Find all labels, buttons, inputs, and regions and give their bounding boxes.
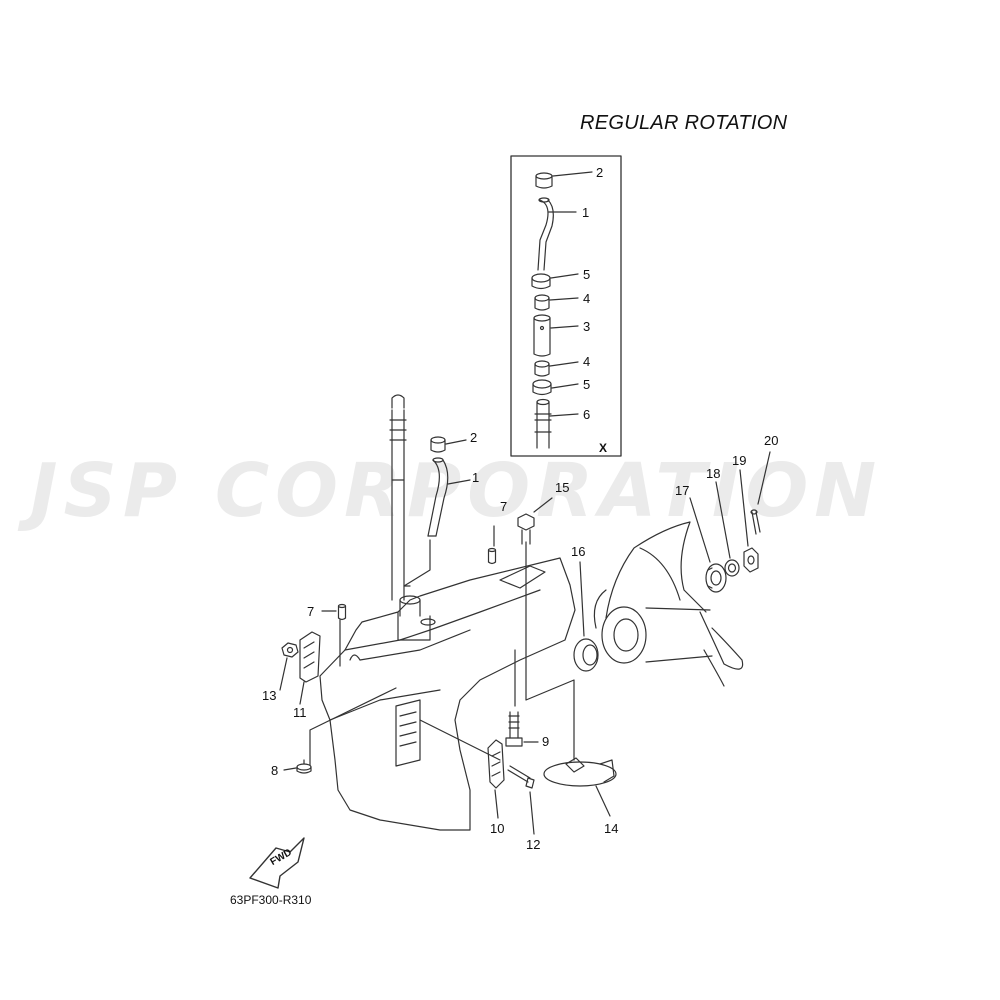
box-part-5a-ring [531, 273, 551, 290]
gear-case-housing [319, 557, 576, 831]
callout-box-4a: 4 [583, 291, 591, 306]
main-part-2-cap [430, 436, 446, 453]
box-part-5b-ring [532, 379, 552, 396]
main-part-13-nut [281, 642, 299, 658]
callout-main-14: 14 [604, 821, 619, 836]
callout-main-7a: 7 [500, 499, 508, 514]
callout-main-11: 11 [293, 705, 307, 720]
callout-main-20: 20 [764, 433, 779, 448]
callout-box-5a: 5 [583, 267, 591, 282]
main-part-12-bolt [507, 765, 535, 789]
box-part-4b-grommet [534, 360, 550, 377]
main-part-14-trim-tab [543, 757, 617, 787]
main-part-1-tube [427, 457, 449, 537]
main-part-7-pin-b [337, 603, 347, 621]
detail-marker: X [599, 441, 608, 455]
propeller [593, 521, 744, 687]
main-part-18-washer [724, 559, 740, 577]
fwd-arrow-icon [249, 837, 305, 889]
watermark-text: JSP CORPORATION [30, 448, 883, 534]
callout-box-5b: 5 [583, 377, 591, 392]
main-part-7-pin-a [487, 547, 497, 565]
box-part-1-tube [537, 199, 554, 271]
detail-box [510, 155, 622, 457]
box-part-2-cap [535, 172, 553, 189]
callout-main-15: 15 [555, 480, 570, 495]
callout-main-9: 9 [542, 734, 550, 749]
main-part-11-anode [299, 631, 321, 683]
callout-main-18: 18 [706, 466, 721, 481]
callout-box-3: 3 [583, 319, 591, 334]
callout-box-6: 6 [583, 407, 591, 422]
main-part-20-cotter-pin [750, 509, 761, 535]
main-part-8-bolt [296, 759, 312, 774]
box-part-6-pipe [534, 398, 552, 449]
diagram-code: 63PF300-R310 [230, 893, 312, 907]
main-part-9-bolt [505, 711, 523, 747]
callout-main-2: 2 [470, 430, 478, 445]
callout-main-17: 17 [675, 483, 690, 498]
main-part-16-thrust-washer [573, 638, 599, 672]
callout-box-4b: 4 [583, 354, 591, 369]
callout-main-10: 10 [490, 821, 505, 836]
drive-shaft [389, 394, 407, 601]
main-part-15-bolt [517, 513, 535, 545]
callout-main-13: 13 [262, 688, 277, 703]
main-part-17-spacer [705, 563, 727, 593]
diagram-title: REGULAR ROTATION [580, 112, 788, 134]
box-part-3-sleeve [533, 314, 551, 357]
callout-box-1: 1 [582, 205, 590, 220]
callout-main-8: 8 [271, 763, 279, 778]
callout-main-1: 1 [472, 470, 480, 485]
main-part-19-nut [743, 547, 759, 573]
callout-main-16: 16 [571, 544, 586, 559]
callout-box-2: 2 [596, 165, 604, 180]
callout-main-7b: 7 [307, 604, 315, 619]
callout-main-19: 19 [732, 453, 747, 468]
box-part-4a-grommet [534, 294, 550, 311]
main-part-10-anode [487, 739, 505, 789]
callout-main-12: 12 [526, 837, 541, 852]
